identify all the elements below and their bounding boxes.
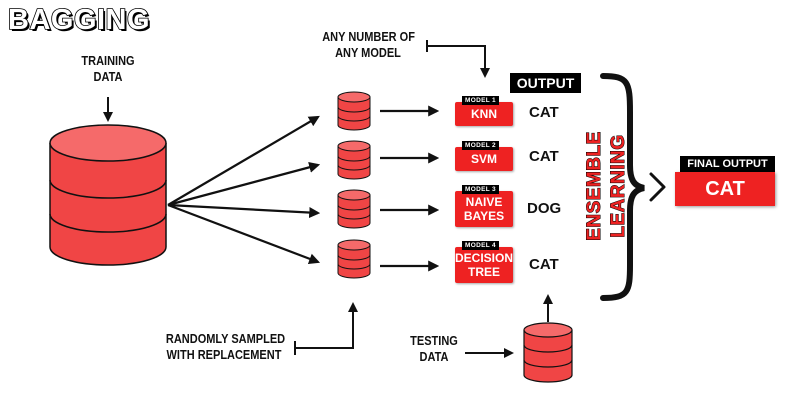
- sample-database-icon-4: [337, 239, 371, 279]
- sample-database-icon-3: [337, 189, 371, 229]
- diagram-title: BAGGING: [7, 3, 151, 37]
- ensemble-bracket-icon: [600, 73, 645, 301]
- testing-data-line-2: DATA: [419, 349, 449, 364]
- any-model-label: ANY NUMBER OF ANY MODEL: [322, 30, 415, 61]
- model-box-decision-tree: DECISION TREE: [455, 247, 513, 283]
- training-data-line-1: TRAINING: [81, 54, 135, 68]
- model-3-tag: MODEL 3: [462, 185, 499, 194]
- model-4-prediction: CAT: [529, 256, 559, 273]
- model-1-tag: MODEL 1: [462, 96, 499, 105]
- model-2-prediction: CAT: [529, 148, 559, 165]
- model-box-knn: KNN: [455, 102, 513, 126]
- testing-data-label: TESTING DATA: [408, 334, 459, 365]
- training-data-label: TRAINING DATA: [73, 54, 143, 85]
- random-sample-label: RANDOMLY SAMPLED WITH REPLACEMENT: [165, 332, 286, 363]
- model-box-naive-bayes: NAIVE BAYES: [455, 191, 513, 227]
- model-2-name: SVM: [470, 151, 497, 166]
- training-data-line-2: DATA: [93, 69, 123, 84]
- model-4-name-line-2: TREE: [467, 265, 500, 279]
- model-3-prediction: DOG: [527, 200, 562, 217]
- training-database-icon: [49, 124, 167, 266]
- ensemble-learning-label: ENSEMBLE LEARNING: [584, 131, 630, 242]
- any-model-line-1: ANY NUMBER OF: [322, 30, 415, 44]
- model-3-name-line-2: BAYES: [463, 209, 505, 223]
- any-model-line-2: ANY MODEL: [335, 45, 401, 60]
- model-3-name-line-1: NAIVE: [465, 194, 503, 209]
- model-1-prediction: CAT: [529, 104, 559, 121]
- model-2-tag: MODEL 2: [462, 141, 499, 150]
- sample-database-icon-2: [337, 140, 371, 180]
- random-sample-connector: [294, 302, 358, 355]
- final-output-value: CAT: [675, 172, 775, 206]
- testing-data-line-1: TESTING: [410, 334, 458, 348]
- sample-to-model-arrows: [380, 105, 440, 272]
- testing-database-icon: [523, 322, 573, 383]
- sample-database-icon-1: [337, 91, 371, 131]
- final-output-arrow: [649, 172, 666, 202]
- model-box-svm: SVM: [455, 147, 513, 171]
- output-header: OUTPUT: [510, 73, 581, 93]
- model-1-name: KNN: [471, 106, 497, 121]
- model-4-tag: MODEL 4: [462, 241, 499, 250]
- bootstrap-fan-arrows: [167, 115, 321, 265]
- any-model-connector: [426, 40, 490, 78]
- random-sample-line-1: RANDOMLY SAMPLED: [165, 332, 286, 346]
- random-sample-line-2: WITH REPLACEMENT: [166, 347, 282, 362]
- final-output-header: FINAL OUTPUT: [680, 156, 775, 173]
- model-4-name-line-1: DECISION: [455, 250, 514, 265]
